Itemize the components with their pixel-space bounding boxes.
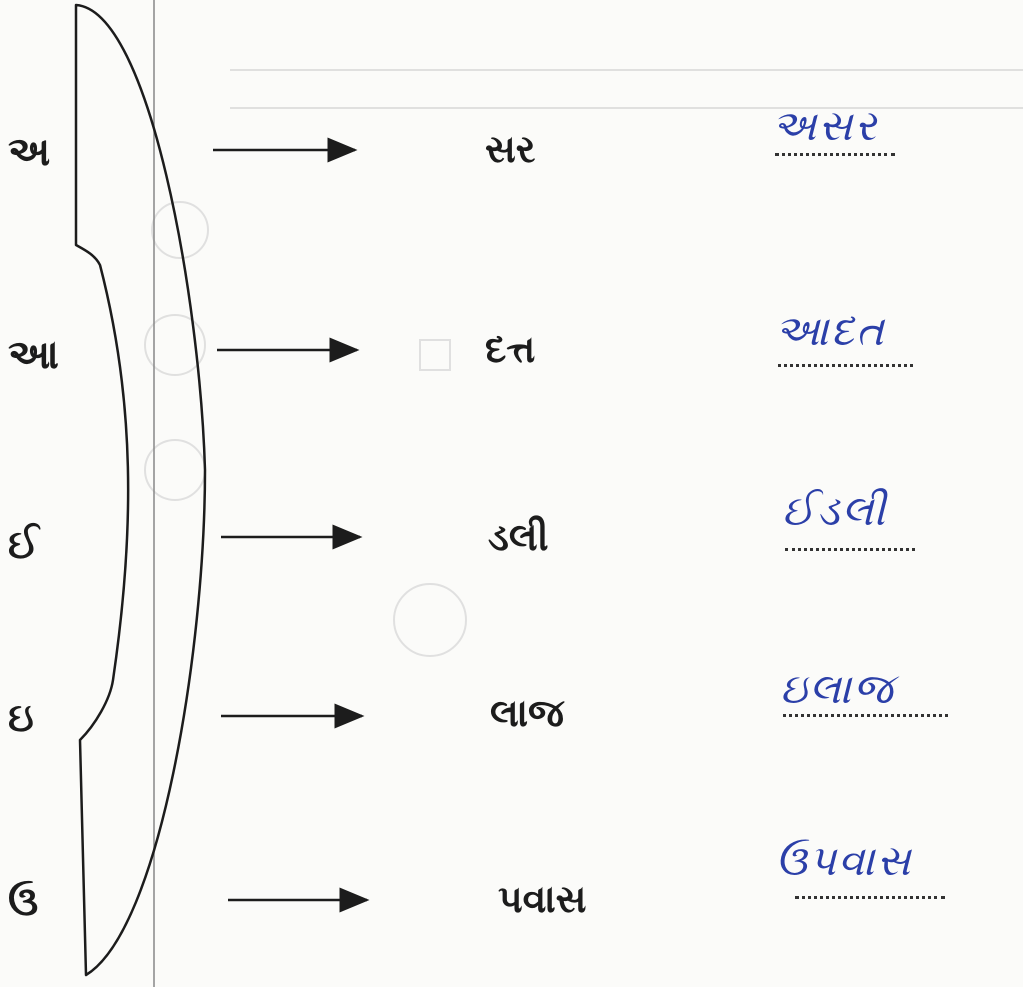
- vowel-1: અ: [8, 129, 51, 175]
- answer-3: ઈડલી: [782, 486, 888, 535]
- answer-1-underline: [775, 153, 895, 156]
- vowel-4: ઇ: [8, 695, 34, 741]
- answer-3-underline: [785, 548, 915, 551]
- vowel-2: આ: [8, 332, 59, 378]
- bracket-outline: [74, 3, 207, 977]
- answer-1: અસર: [772, 101, 879, 150]
- answer-5-underline: [795, 896, 945, 899]
- vowel-3: ઈ: [8, 522, 39, 568]
- syllable-1: સર: [485, 127, 536, 171]
- syllable-3: ડલી: [488, 515, 549, 559]
- answer-5: ઉપવાસ: [775, 836, 913, 885]
- syllable-2: દત્ત: [485, 327, 536, 371]
- answer-2: આદત: [775, 306, 886, 355]
- answer-4: ઇલાજ: [780, 664, 895, 713]
- syllable-5: પવાસ: [498, 877, 587, 921]
- answer-4-underline: [783, 714, 948, 717]
- answer-2-underline: [778, 364, 913, 367]
- vowel-5: ઉ: [8, 879, 39, 925]
- syllable-4: લાજ: [490, 691, 564, 735]
